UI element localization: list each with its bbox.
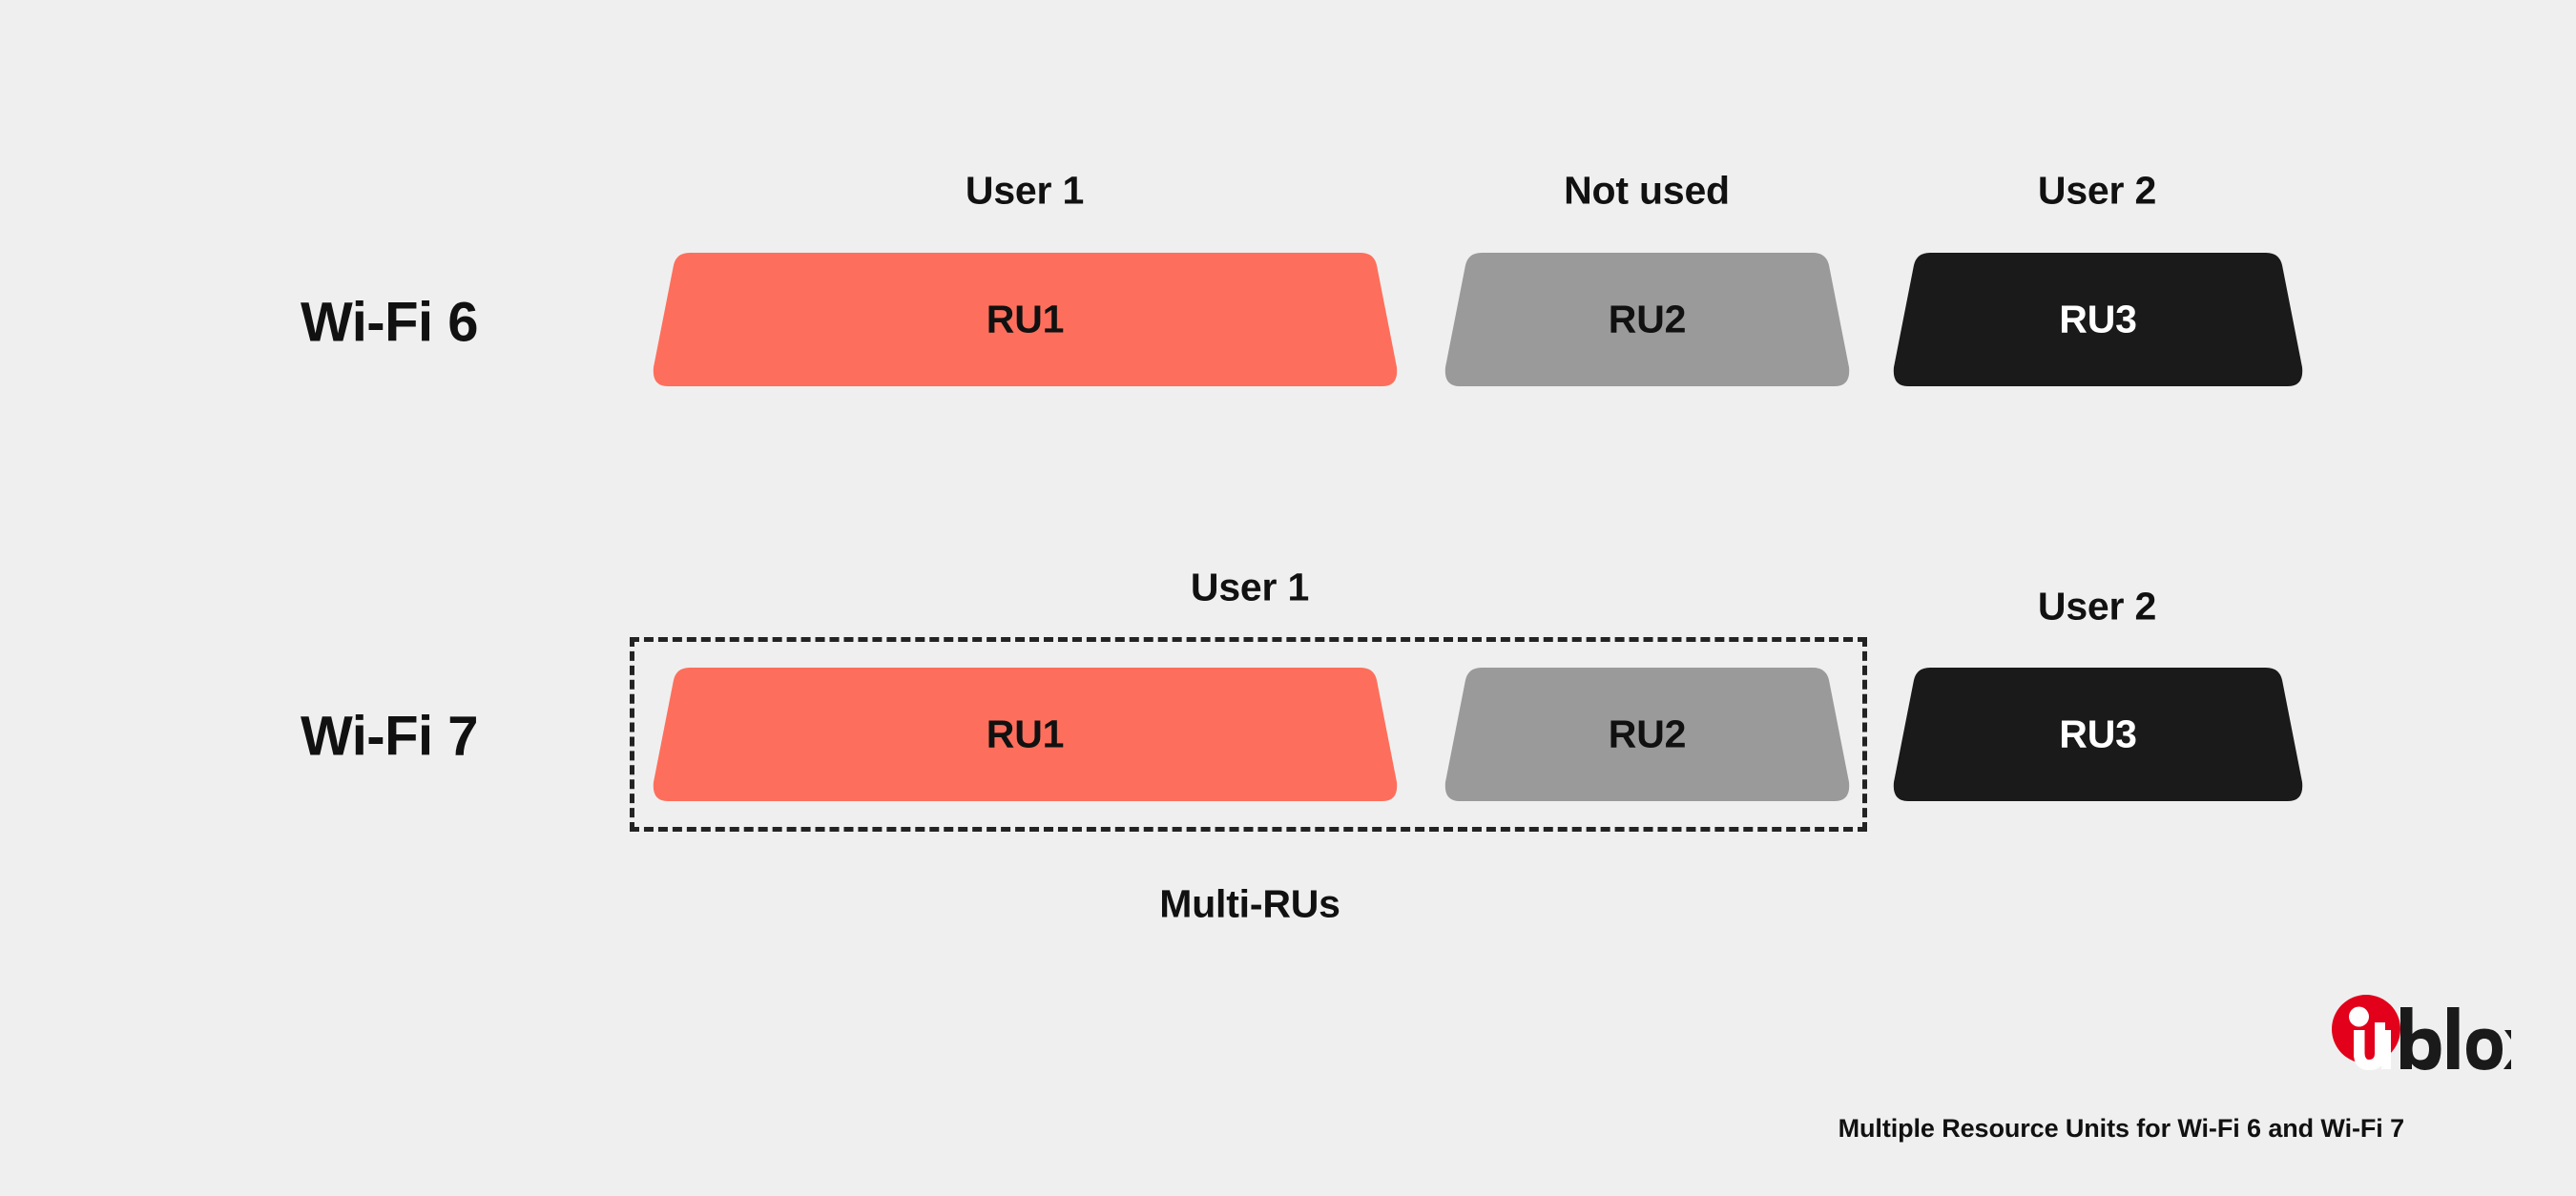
trapezoid-shape-black <box>1893 253 2303 386</box>
ru-block-wifi6-ru2[interactable]: RU2 <box>1444 253 1851 386</box>
trapezoid-shape-gray <box>1444 668 1850 801</box>
trapezoid-shape-red <box>653 253 1398 386</box>
trapezoid-shape-red <box>653 668 1398 801</box>
trapezoid-shape-black <box>1893 668 2303 801</box>
ru-block-wifi6-ru3[interactable]: RU3 <box>1892 253 2304 386</box>
multi-rus-label: Multi-RUs <box>1159 881 1340 926</box>
user-label-wifi6-ru1: User 1 <box>965 168 1085 213</box>
ublox-logo-icon <box>2332 995 2511 1070</box>
user-label-wifi6-ru3: User 2 <box>2037 168 2157 213</box>
multi-ru-group-box <box>630 637 1867 832</box>
row-label-wifi6: Wi-Fi 6 <box>300 291 479 354</box>
ru-block-wifi6-ru1[interactable]: RU1 <box>652 253 1399 386</box>
ru-block-wifi7-ru1[interactable]: RU1 <box>652 668 1399 801</box>
logo-letter-x <box>2503 1030 2511 1069</box>
ublox-logo <box>2330 995 2511 1070</box>
ru-block-wifi7-ru3[interactable]: RU3 <box>1892 668 2304 801</box>
figure-caption: Multiple Resource Units for Wi-Fi 6 and … <box>1838 1114 2404 1143</box>
user-label-wifi7-ru3: User 2 <box>2037 584 2157 629</box>
row-label-wifi7: Wi-Fi 7 <box>300 705 479 768</box>
ru-block-wifi7-ru2[interactable]: RU2 <box>1444 668 1851 801</box>
trapezoid-shape-gray <box>1444 253 1850 386</box>
user-label-wifi6-ru2: Not used <box>1564 168 1730 213</box>
user-label-wifi7-group: User 1 <box>1190 565 1310 609</box>
